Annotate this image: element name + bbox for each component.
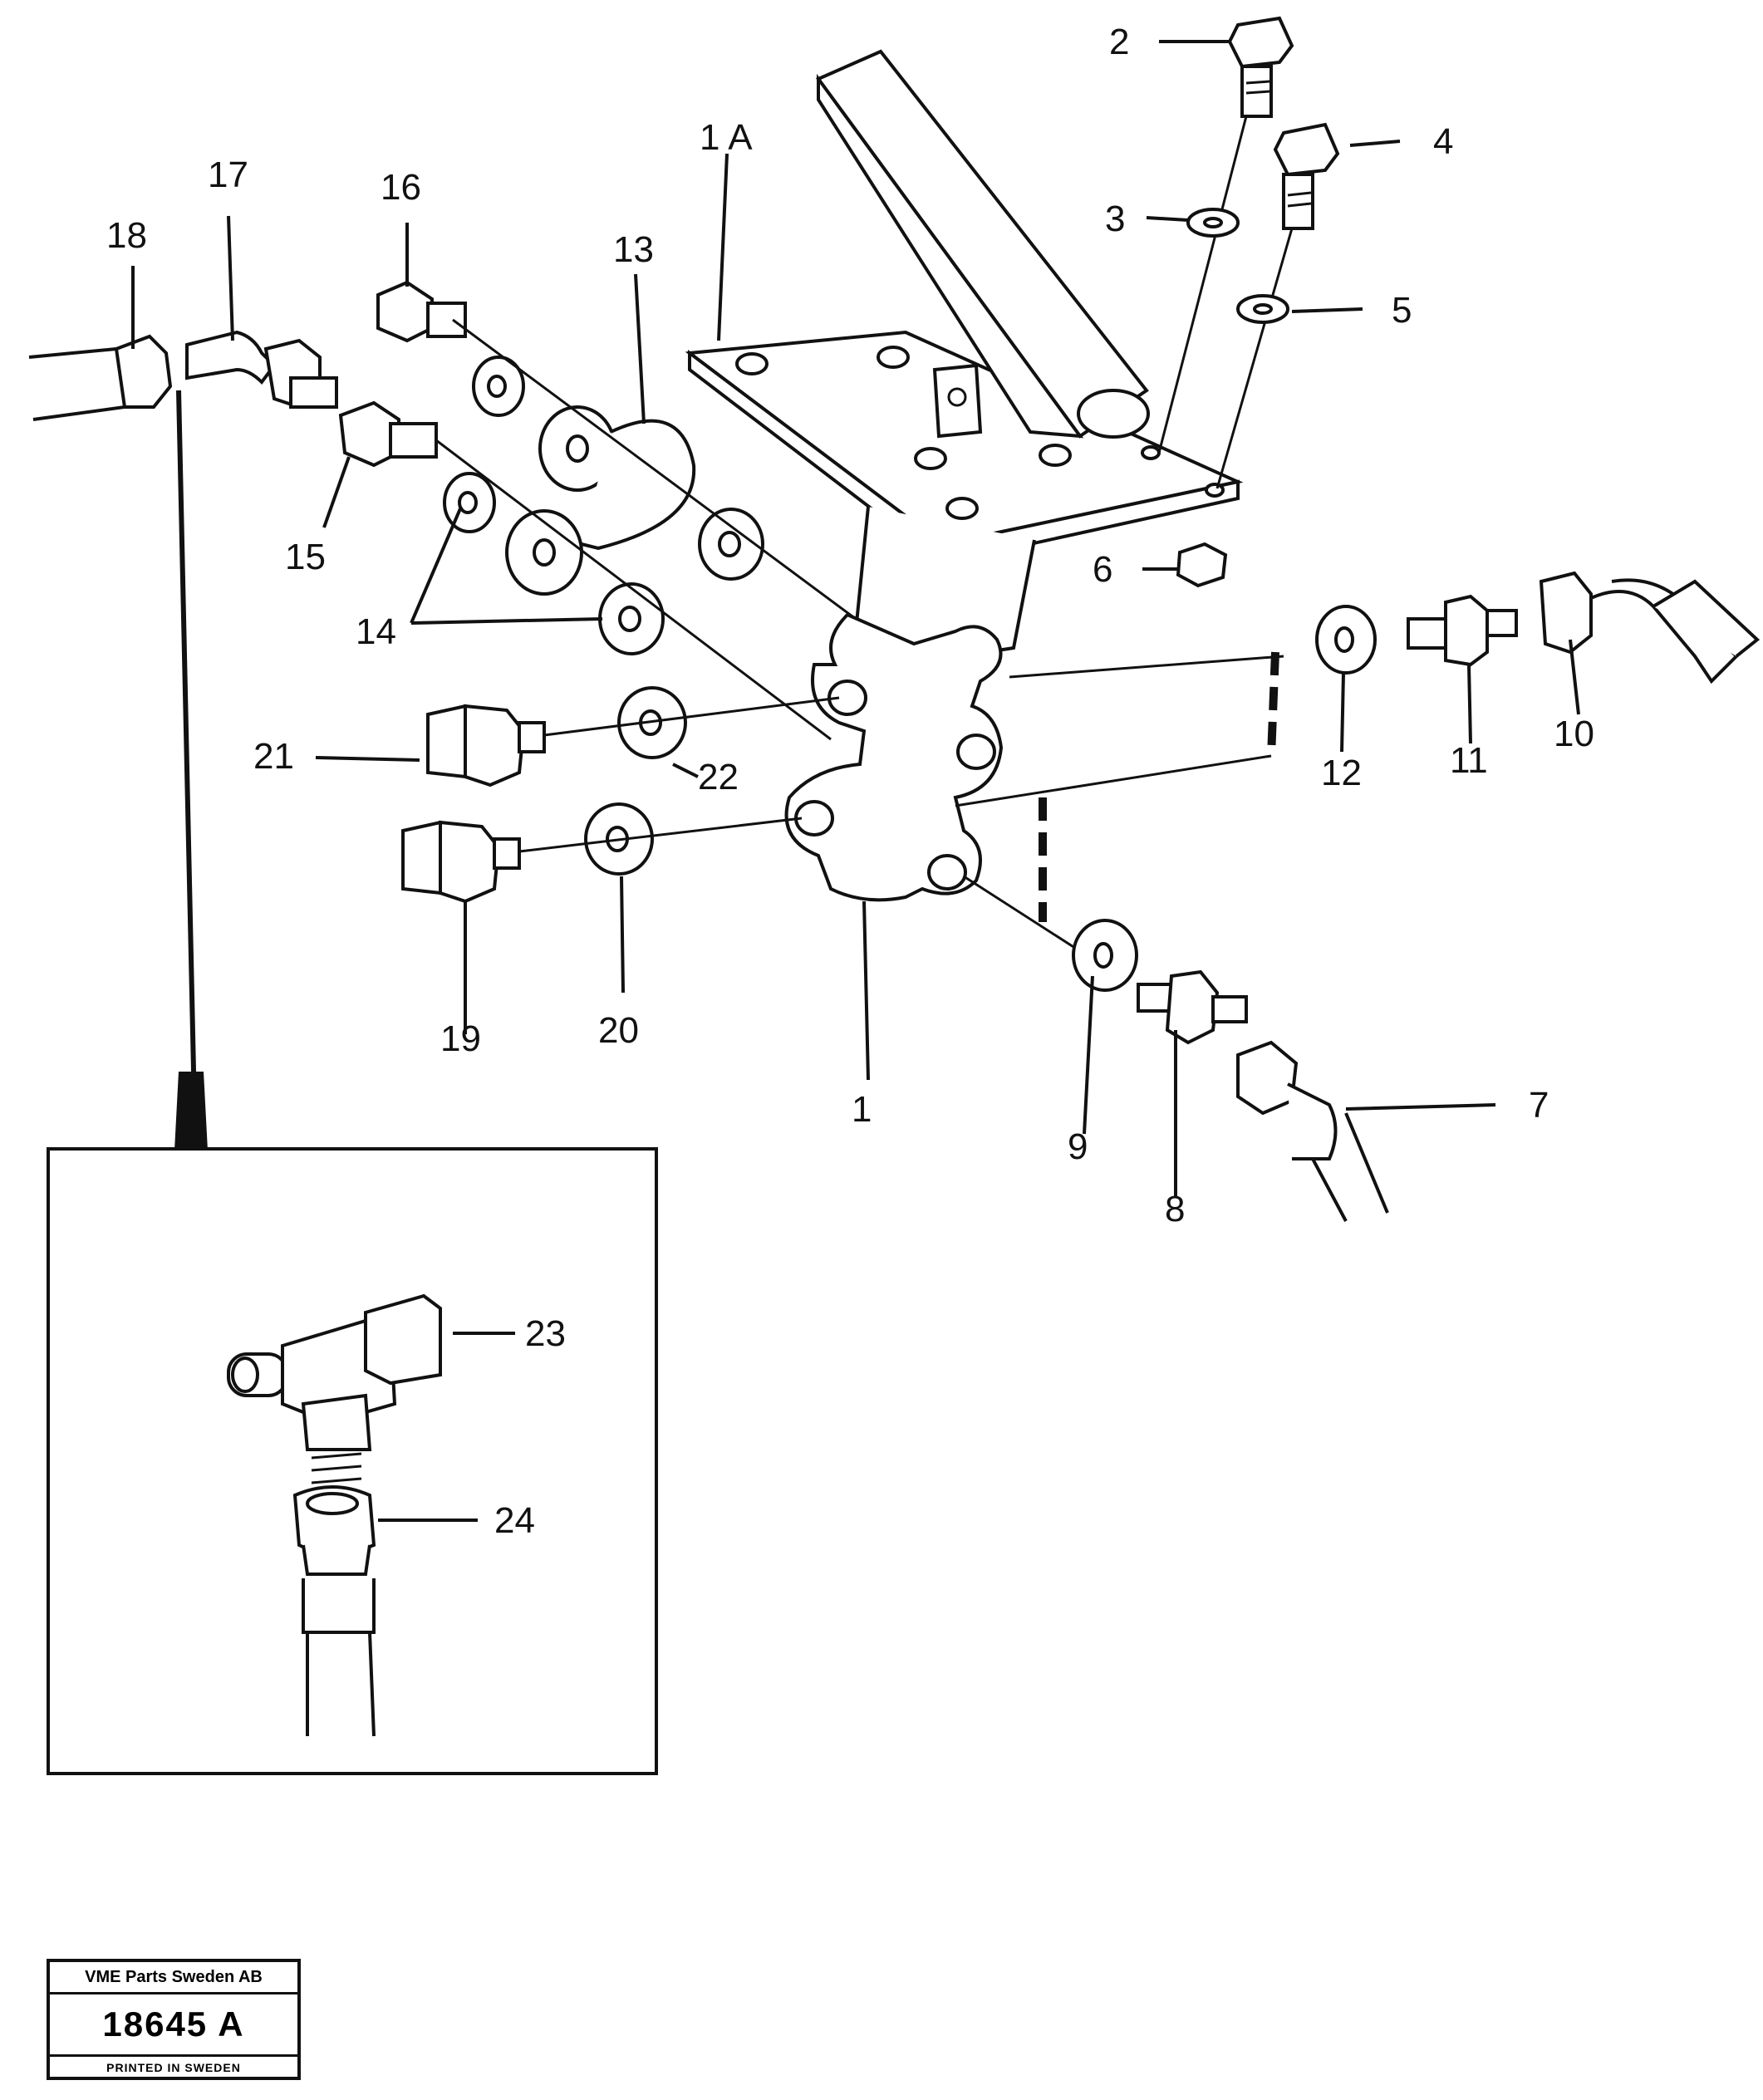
stamp-company: VME Parts Sweden AB (50, 1962, 297, 1995)
brake-valve (784, 612, 1004, 902)
washer-upper-hole (487, 375, 507, 398)
bolt-2 (1227, 16, 1294, 118)
axis-9 (963, 875, 1081, 953)
axis-right (1009, 655, 1284, 679)
banjo-upper-hole (566, 434, 589, 463)
callout-3: 3 (1105, 199, 1125, 239)
callout-21: 21 (253, 736, 294, 777)
callout-8: 8 (1165, 1189, 1185, 1229)
document-stamp: VME Parts Sweden AB 18645 A PRINTED IN S… (47, 1959, 301, 2080)
nipple-8 (1137, 969, 1248, 1045)
callout-4: 4 (1433, 121, 1453, 162)
detail-leader (176, 390, 198, 1147)
callout-22: 22 (698, 757, 739, 797)
axis-19 (518, 817, 803, 853)
callout-12: 12 (1321, 753, 1362, 793)
callout-2: 2 (1109, 22, 1129, 62)
callout-23: 23 (525, 1313, 566, 1354)
pressure-switch-19 (401, 820, 521, 904)
callout-17: 17 (208, 155, 248, 195)
leader-lines (131, 40, 1580, 1522)
callout-5: 5 (1392, 290, 1412, 331)
axis-lower (435, 439, 832, 741)
banjo-lower-hole (533, 538, 556, 567)
callout-7: 7 (1529, 1085, 1549, 1126)
callout-6: 6 (1093, 549, 1112, 590)
callout-19: 19 (440, 1018, 481, 1059)
callout-13: 13 (613, 229, 654, 270)
brake-pedal (685, 49, 1244, 655)
callout-9: 9 (1068, 1126, 1088, 1167)
bolt-4-axis (1215, 228, 1294, 489)
washer-9-hole (1093, 942, 1113, 969)
banjo-bolt-16-shank (426, 302, 467, 338)
callout-14: 14 (356, 611, 396, 652)
callout-24: 24 (494, 1500, 535, 1541)
axis-21 (543, 696, 840, 737)
callout-18: 18 (106, 215, 147, 256)
banjo-bolt-15-shank (389, 422, 438, 459)
washer-14a-hole (458, 491, 478, 514)
pipe-13 (581, 419, 696, 551)
elbow-17-nipple (289, 376, 338, 409)
bolt-4 (1273, 122, 1340, 230)
washer-3-hole (1203, 217, 1223, 228)
hose-7 (1236, 1040, 1389, 1222)
banjo-bolt-16 (376, 280, 434, 343)
pressure-switch-21 (426, 704, 546, 788)
callout-16: 16 (381, 167, 421, 208)
detail-inset-box (47, 1147, 658, 1775)
stamp-printed-in: PRINTED IN SWEDEN (106, 2061, 241, 2074)
axis-right-lower (955, 754, 1272, 807)
nut-6 (1176, 542, 1228, 588)
nipple-11 (1407, 594, 1518, 667)
washer-12-hole (1334, 626, 1354, 653)
hose-18 (28, 346, 130, 421)
hose-18-nut (114, 334, 173, 409)
stamp-drawing-code: 18645 A (50, 1995, 297, 2057)
callout-20: 20 (598, 1010, 639, 1051)
detail-leader-end (174, 1072, 208, 1151)
hose-nut-24 (292, 1485, 376, 1737)
callout-15: 15 (285, 537, 326, 577)
tee-fitting-23 (227, 1293, 442, 1497)
callout-1: 1 (852, 1089, 872, 1130)
hose-10 (1539, 571, 1761, 684)
elbow-17 (185, 330, 277, 385)
axis-upper (452, 318, 857, 621)
dashed-connector-right (1267, 651, 1279, 757)
washer-mid-hole (718, 531, 741, 557)
callout-11: 11 (1450, 740, 1488, 781)
callout-10: 10 (1554, 714, 1594, 754)
washer-5-hole (1253, 303, 1273, 315)
callout-labels: 1 A 1 2 3 4 5 6 7 8 9 10 11 12 13 14 15 … (106, 22, 1594, 1541)
washer-14b-hole (618, 606, 641, 632)
bolt-2-axis (1157, 115, 1248, 454)
callout-1A: 1 A (700, 117, 753, 158)
